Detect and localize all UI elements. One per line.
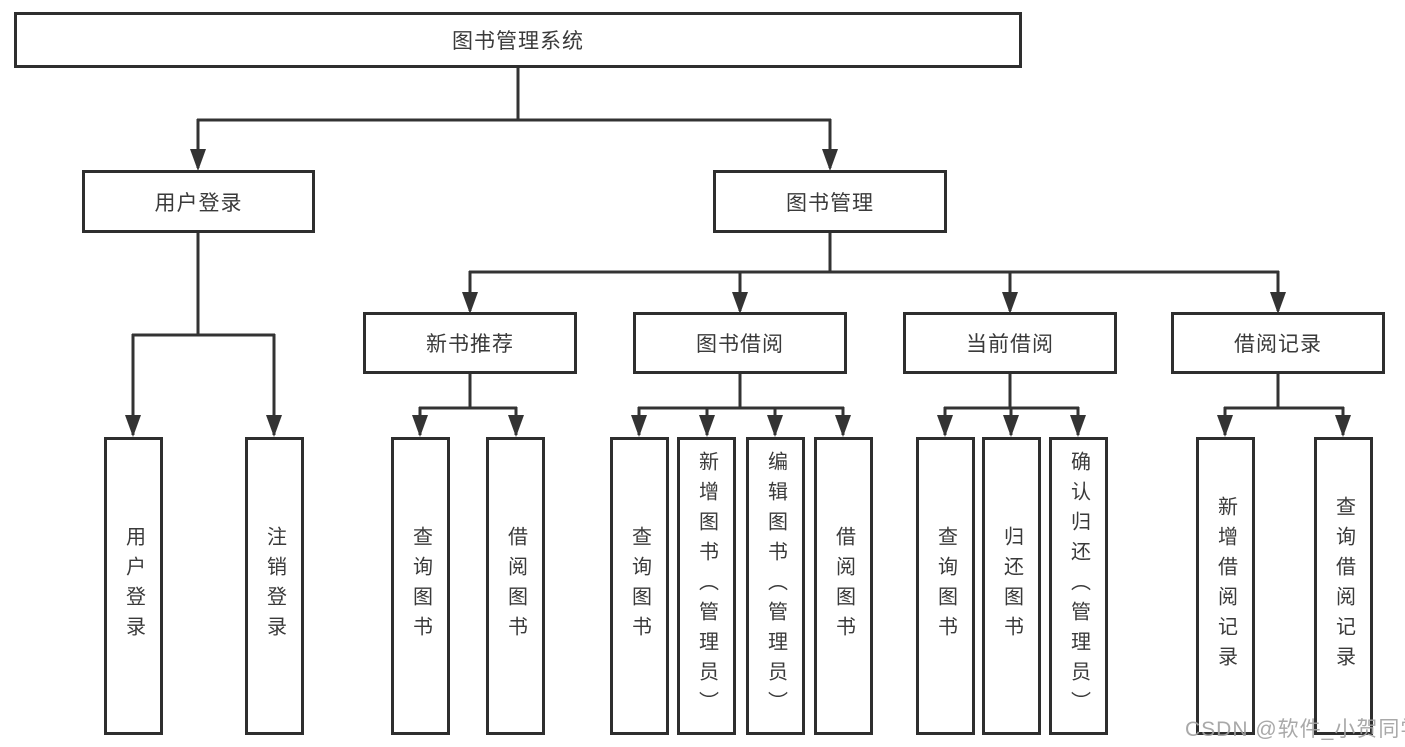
node-label: 注销登录 xyxy=(263,526,286,646)
leaf-recommend-borrow-book: 借阅图书 xyxy=(486,437,545,735)
node-label: 用户登录 xyxy=(154,191,243,215)
node-library-management-system: 图书管理系统 xyxy=(14,12,1022,68)
node-label: 查询借阅记录 xyxy=(1332,496,1355,676)
node-label: 图书借阅 xyxy=(696,333,784,356)
node-user-login: 用户登录 xyxy=(82,170,315,233)
leaf-recommend-query-book: 查询图书 xyxy=(391,437,450,735)
node-label: 新增图书（管理员） xyxy=(695,451,718,721)
node-book-borrowing: 图书借阅 xyxy=(633,312,847,374)
node-label: 查询图书 xyxy=(628,526,651,646)
leaf-logout: 注销登录 xyxy=(245,437,304,735)
node-label: 新增借阅记录 xyxy=(1214,496,1237,676)
arrowhead-icons xyxy=(125,149,1351,437)
node-label: 查询图书 xyxy=(934,526,957,646)
leaf-borrowing-edit-book-admin: 编辑图书（管理员） xyxy=(746,437,805,735)
leaf-borrowing-add-book-admin: 新增图书（管理员） xyxy=(677,437,736,735)
node-label: 确认归还（管理员） xyxy=(1067,451,1090,721)
leaf-current-confirm-return-admin: 确认归还（管理员） xyxy=(1049,437,1108,735)
node-label: 图书管理 xyxy=(786,191,874,215)
leaf-borrowing-query-book: 查询图书 xyxy=(610,437,669,735)
node-label: 编辑图书（管理员） xyxy=(764,451,787,721)
node-current-borrowing: 当前借阅 xyxy=(903,312,1117,374)
node-label: 查询图书 xyxy=(409,526,432,646)
leaf-borrowing-borrow-book: 借阅图书 xyxy=(814,437,873,735)
leaf-records-query-record: 查询借阅记录 xyxy=(1314,437,1373,735)
node-label: 用户登录 xyxy=(122,526,145,646)
leaf-current-query-book: 查询图书 xyxy=(916,437,975,735)
node-label: 借阅图书 xyxy=(504,526,527,646)
leaf-current-return-book: 归还图书 xyxy=(982,437,1041,735)
csdn-watermark: CSDN @软件_小贺同学 xyxy=(1185,718,1405,741)
node-new-book-recommend: 新书推荐 xyxy=(363,312,577,374)
node-label: 借阅图书 xyxy=(832,526,855,646)
node-label: 新书推荐 xyxy=(426,333,514,356)
node-label: 借阅记录 xyxy=(1234,333,1322,356)
leaf-user-login: 用户登录 xyxy=(104,437,163,735)
node-book-management: 图书管理 xyxy=(713,170,947,233)
node-borrowing-records: 借阅记录 xyxy=(1171,312,1385,374)
node-label: 图书管理系统 xyxy=(452,30,584,53)
node-label: 归还图书 xyxy=(1000,526,1023,646)
leaf-records-add-record: 新增借阅记录 xyxy=(1196,437,1255,735)
node-label: 当前借阅 xyxy=(966,333,1054,356)
